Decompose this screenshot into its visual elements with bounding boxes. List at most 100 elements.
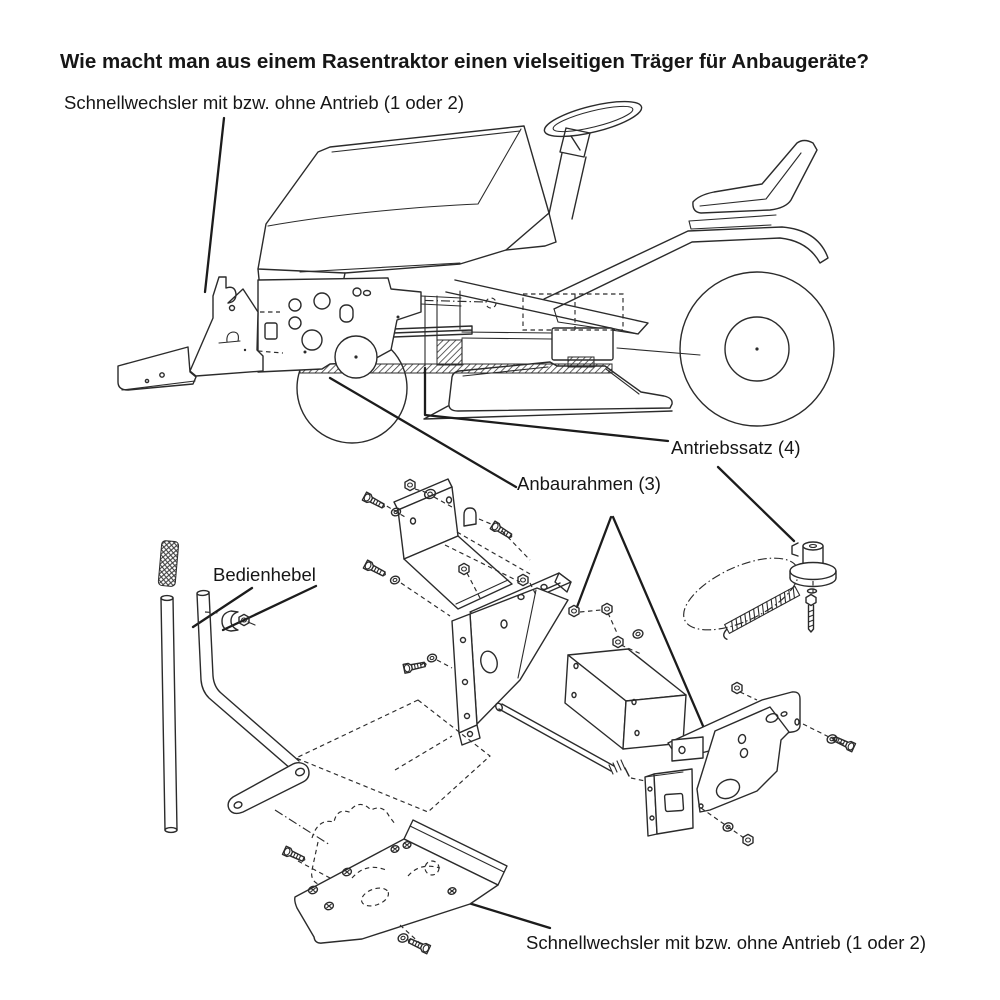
washer xyxy=(389,575,401,585)
nut-hole xyxy=(615,639,621,645)
hitch-claw xyxy=(189,276,264,377)
hole xyxy=(500,619,508,629)
washer-hole xyxy=(725,824,731,830)
nut xyxy=(404,478,416,492)
steering-wheel xyxy=(543,100,643,220)
lower-right-bracket xyxy=(644,691,801,837)
hole xyxy=(540,583,548,591)
nut-hole xyxy=(520,577,526,583)
bolt xyxy=(407,938,432,955)
tractor-illustration xyxy=(117,100,835,444)
leader-mounting-frame-v1 xyxy=(575,515,613,609)
screw-slot xyxy=(449,888,455,894)
hole xyxy=(698,803,704,809)
bolt xyxy=(361,491,385,509)
screw-slot xyxy=(326,903,332,909)
washer xyxy=(390,507,402,517)
nut-hole xyxy=(604,606,610,612)
hole xyxy=(517,593,525,601)
label-drive-kit: Antriebssatz (4) xyxy=(671,437,801,458)
clip xyxy=(463,507,477,527)
screw-head xyxy=(307,885,319,895)
hole xyxy=(573,662,579,670)
nut-hole xyxy=(734,685,740,691)
washer-hole xyxy=(393,509,399,515)
screw-head xyxy=(323,901,335,911)
nut xyxy=(458,562,470,576)
straight-rod xyxy=(160,594,178,834)
bolt xyxy=(402,661,427,674)
hitch-foot xyxy=(117,346,197,391)
washer xyxy=(397,933,409,943)
upper-bracket xyxy=(393,478,513,610)
nut xyxy=(568,604,580,618)
transmission-box xyxy=(551,327,614,361)
leader-drive-kit-right xyxy=(716,465,796,543)
pulley xyxy=(789,541,837,594)
hole xyxy=(409,517,417,525)
diagram-title: Wie macht man aus einem Rasentraktor ein… xyxy=(60,50,870,73)
hole xyxy=(461,678,469,686)
screw-head xyxy=(390,844,400,854)
nut xyxy=(601,602,613,616)
label-quick-hitch-bottom: Schnellwechsler mit bzw. ohne Antrieb (1… xyxy=(526,932,927,953)
washer xyxy=(426,653,438,663)
bent-lever xyxy=(196,589,310,815)
mower-deck xyxy=(423,347,701,420)
hole xyxy=(737,733,747,745)
hole xyxy=(480,650,498,674)
washer xyxy=(423,488,437,500)
bolt xyxy=(832,736,857,753)
bolt xyxy=(489,520,513,539)
nut-hole xyxy=(461,566,467,572)
hole xyxy=(647,786,653,792)
screw-head xyxy=(402,840,412,850)
leader-drive-kit-left xyxy=(423,366,670,443)
nut xyxy=(238,613,250,627)
hole xyxy=(463,712,471,720)
control-lever-parts xyxy=(157,540,310,834)
hole xyxy=(459,636,467,644)
connecting-rod xyxy=(495,702,651,783)
pulley-bolt xyxy=(805,593,817,633)
hole xyxy=(571,691,577,699)
belt-path xyxy=(683,557,799,631)
nut xyxy=(517,573,529,587)
enclosure-box xyxy=(564,648,687,750)
hole xyxy=(780,711,788,717)
seat xyxy=(688,139,818,230)
screw-slot xyxy=(310,887,316,893)
washer-hole xyxy=(427,491,433,497)
hole xyxy=(649,815,655,821)
washer xyxy=(722,822,734,832)
label-mounting-frame: Anbaurahmen (3) xyxy=(517,473,661,494)
grip xyxy=(157,540,180,587)
washer xyxy=(632,629,644,639)
hidden-outline xyxy=(294,699,491,813)
washer-hole xyxy=(635,631,641,637)
rear-wheel xyxy=(679,271,835,427)
label-control-lever: Bedienhebel xyxy=(213,564,316,585)
leader-mounting-frame-up xyxy=(328,376,518,489)
screw-slot xyxy=(344,869,350,875)
nut xyxy=(731,681,743,695)
hole xyxy=(445,496,453,504)
hole xyxy=(634,729,640,737)
fasteners xyxy=(233,478,857,955)
hole xyxy=(466,730,474,738)
nut-hole xyxy=(571,608,577,614)
nut-hole xyxy=(241,617,247,623)
nut-hole xyxy=(407,482,413,488)
nut-hole xyxy=(745,837,751,843)
hole xyxy=(739,747,749,759)
leader-quick-hitch-bottom xyxy=(460,899,552,930)
washer-hole xyxy=(392,577,398,583)
nut xyxy=(612,635,624,649)
screw-head xyxy=(341,867,353,877)
screw-slot xyxy=(404,842,410,848)
hood xyxy=(257,125,550,274)
label-quick-hitch-top: Schnellwechsler mit bzw. ohne Antrieb (1… xyxy=(64,92,465,113)
hole xyxy=(294,767,306,777)
bolt xyxy=(281,845,306,862)
